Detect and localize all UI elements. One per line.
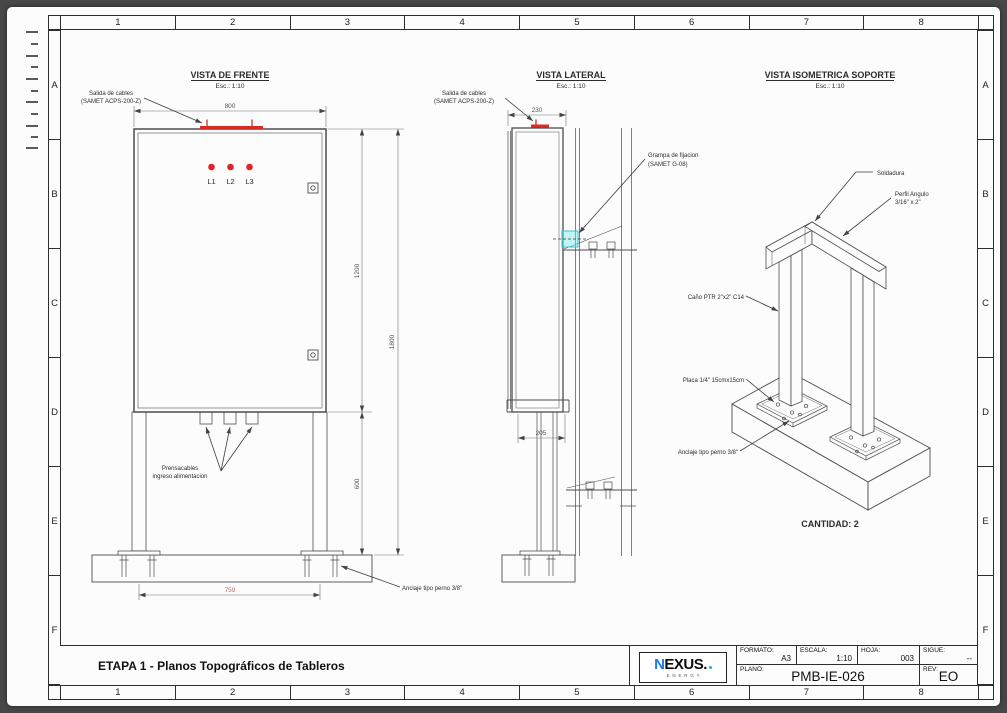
zone-col-4: 4 [404,686,519,699]
ruler-corner [978,16,993,29]
zone-col-6: 6 [633,16,749,29]
zone-row-d: D [978,357,993,466]
zone-col-3: 3 [289,16,405,29]
zone-col-2: 2 [174,686,290,699]
zone-row-a: A [982,79,989,91]
zone-col-5: 5 [519,16,634,29]
zone-col-6: 6 [633,686,749,699]
rev-label: REV: [923,666,938,673]
nexus-logo-rest: EXUS. [664,656,707,673]
escala-value: 1:10 [836,654,852,663]
zone-col-7: 7 [748,16,864,29]
zone-row-b: B [978,139,993,248]
zone-row-f: F [978,575,993,684]
ruler-corner [49,16,60,29]
zone-col-3: 3 [289,686,405,699]
zone-row-b: B [49,139,60,248]
ruler-right: A B C D E F [977,30,994,685]
zone-row-a: A [51,79,58,91]
hoja-value: 003 [900,654,914,663]
ruler-corner [49,686,60,699]
zone-col-1: 1 [60,686,175,699]
field-sigue: SIGUE: -- [920,645,978,664]
zone-col-4: 4 [404,16,519,29]
escala-label: ESCALA: [800,647,828,654]
project-title-text: ETAPA 1 - Planos Topográficos de Tablero… [98,658,345,673]
sigue-label: SIGUE: [923,647,946,654]
formato-value: A3 [781,654,791,663]
ruler-left: A B C D E F [48,30,61,685]
paper-sheet [7,7,1000,706]
zone-col-5: 5 [519,686,634,699]
nexus-logo-n: N [654,656,665,673]
zone-col-1: 1 [60,16,175,29]
field-hoja: HOJA: 003 [858,645,920,664]
zone-row-d: D [49,357,60,466]
zone-col-7: 7 [748,686,864,699]
plano-value: PMB-IE-026 [791,669,865,684]
rev-value: EO [938,669,959,684]
field-plano: PLANO: PMB-IE-026 [737,664,920,685]
zone-col-8: 8 [863,686,978,699]
zone-row-c: C [978,248,993,357]
ruler-corner [978,686,993,699]
zone-row-f: F [49,575,60,684]
zone-col-2: 2 [174,16,290,29]
field-rev: REV: EO [920,664,978,685]
nexus-logo-dot-icon [708,666,712,669]
ruler-top: 1 2 3 4 5 6 7 8 [48,15,994,30]
title-block-project-title: ETAPA 1 - Planos Topográficos de Tablero… [60,645,630,685]
zone-row-e: E [49,466,60,575]
field-escala: ESCALA: 1:10 [797,645,858,664]
formato-label: FORMATO: [740,647,774,654]
ruler-bottom: 1 2 3 4 5 6 7 8 [48,685,994,700]
plano-label: PLANO: [740,666,764,673]
nexus-logo-subtitle: ENERGY [666,673,703,678]
zone-col-8: 8 [863,16,978,29]
zone-row-e: E [978,466,993,575]
hoja-label: HOJA: [861,647,881,654]
field-formato: FORMATO: A3 [737,645,797,664]
zone-row-c: C [49,248,60,357]
sigue-value: -- [966,654,972,663]
